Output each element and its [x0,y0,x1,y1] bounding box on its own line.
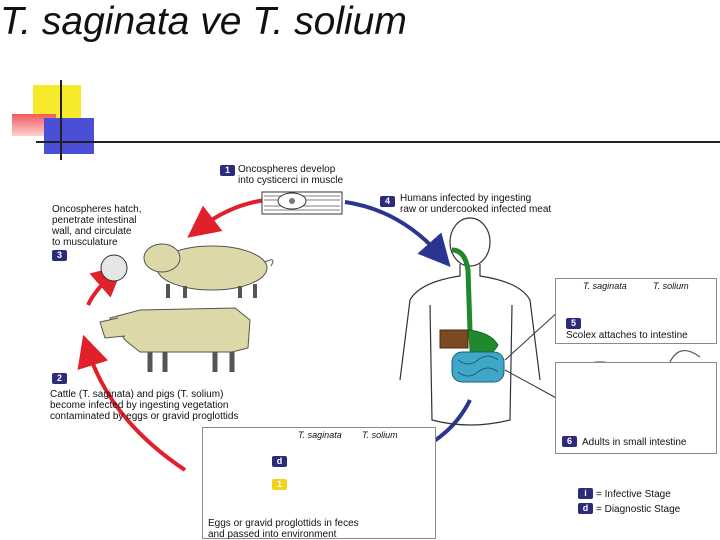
stage-2-label: Cattle (T. saginata) and pigs (T. solium… [50,389,238,422]
legend-infective-label: = Infective Stage [596,489,671,500]
liver [440,330,468,348]
stage-5-label: Scolex attaches to intestine [566,330,688,341]
stage-6-badge: 6 [562,436,577,447]
scolex-solium-label: T. solium [653,281,689,292]
eggs-label: Eggs or gravid proglottids in feces and … [208,518,359,540]
legend-diagnostic-badge: d [578,503,593,514]
stage-3-badge: 3 [52,250,67,261]
proglottid-solium-label: T. solium [362,430,398,441]
diagnostic-badge: d [272,456,287,467]
pig-illustration [144,244,273,298]
intestines [452,352,504,382]
scolex-saginata-label: T. saginata [583,281,627,292]
red-arrow-top [200,200,265,228]
pointer-line-6 [505,370,560,400]
stage-4-badge: 4 [380,196,395,207]
stage-1-label: Oncospheres develop into cysticerci in m… [238,164,343,186]
cysticercus-in-muscle [262,192,342,214]
proglottid-saginata-label: T. saginata [298,430,342,441]
stage-eggs-badge: 1 [272,479,287,490]
stage-3-label: Oncospheres hatch, penetrate intestinal … [52,204,142,248]
stage-6-label: Adults in small intestine [582,437,687,448]
stage-4-label: Humans infected by ingesting raw or unde… [400,193,551,215]
stage-1-badge: 1 [220,165,235,176]
cattle-illustration [100,308,250,372]
legend-diagnostic-label: = Diagnostic Stage [596,504,680,515]
esophagus [452,250,470,330]
stage-5-badge: 5 [566,318,581,329]
stage-2-badge: 2 [52,373,67,384]
oncosphere-image [101,255,127,281]
legend-infective-badge: i [578,488,593,499]
